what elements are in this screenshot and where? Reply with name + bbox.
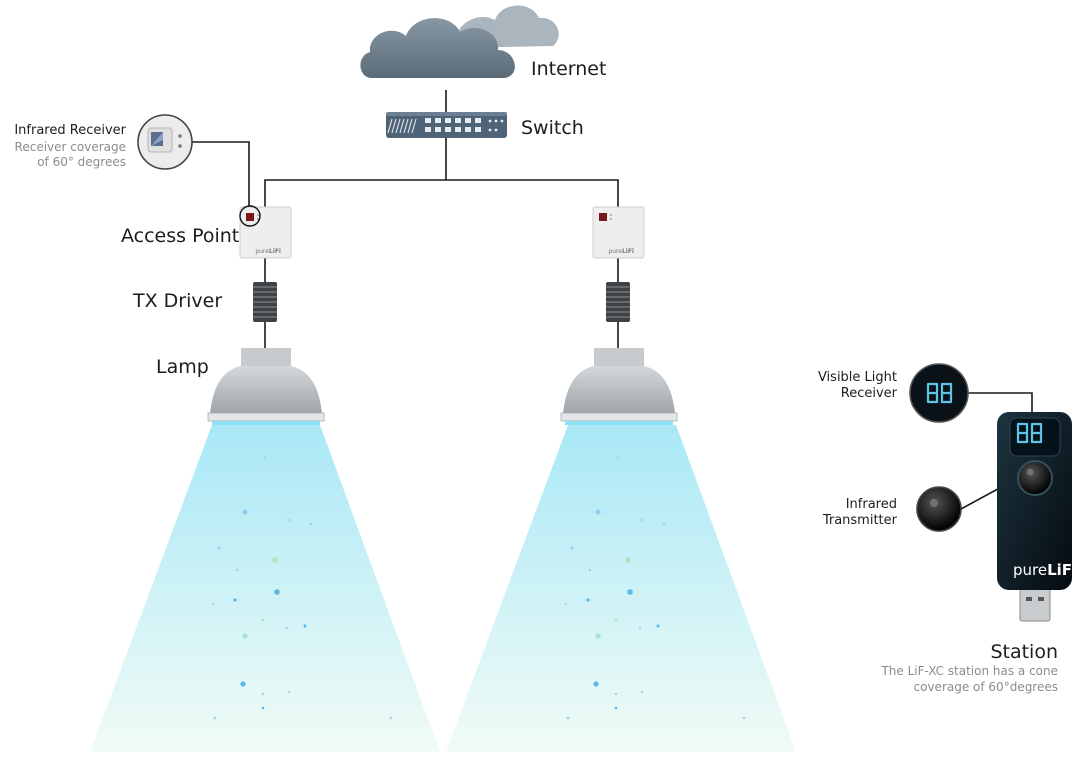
light-particle-dot <box>586 598 590 602</box>
light-particle-dot <box>638 626 642 630</box>
infrared-transmitter-label-line1: Infrared <box>846 497 897 512</box>
station-dongle-icon <box>997 412 1072 622</box>
lamp-label: Lamp <box>156 356 209 378</box>
infrared-receiver-highlight-ring <box>239 205 261 227</box>
light-particle-dot <box>217 546 221 550</box>
light-particle-dot <box>614 692 618 696</box>
light-particle-dot <box>235 568 239 572</box>
light-particle-dot <box>570 546 574 550</box>
light-particle-dot <box>614 706 618 710</box>
station-desc-line2: coverage of 60°degrees <box>914 680 1058 694</box>
light-particle-dot <box>263 456 267 460</box>
light-particle-dot <box>595 633 601 639</box>
light-particle-dot <box>389 716 393 720</box>
cloud-icon <box>360 5 559 78</box>
lamp-right-icon <box>560 348 678 425</box>
light-particle-dot <box>213 716 217 720</box>
light-particle-dot <box>614 618 618 622</box>
light-beam-left <box>90 425 440 752</box>
light-particle-dot <box>593 681 599 687</box>
light-particle-dot <box>564 602 568 606</box>
tx-driver-label: TX Driver <box>132 290 222 312</box>
station-brand-logo: pureLiFi <box>1013 561 1077 579</box>
light-particle-dot <box>287 690 291 694</box>
light-particle-dot <box>566 716 570 720</box>
svg-text:pureLiFi: pureLiFi <box>255 248 281 255</box>
network-wires <box>192 90 1033 412</box>
lamp-left-icon <box>207 348 325 425</box>
infrared-transmitter-label-line2: Transmitter <box>822 513 898 528</box>
station-title: Station <box>990 641 1058 663</box>
visible-light-receiver-label-line1: Visible Light <box>818 370 897 385</box>
light-particle-dot <box>274 589 280 595</box>
light-particle-dot <box>309 522 313 526</box>
light-particle-dot <box>261 692 265 696</box>
light-particle-dot <box>242 509 248 515</box>
light-beam-right <box>446 425 796 752</box>
light-particle-dot <box>211 602 215 606</box>
light-particle-dot <box>640 690 644 694</box>
station-desc-line1: The LiF-XC station has a cone <box>880 664 1058 678</box>
light-particles <box>211 456 746 720</box>
light-particle-dot <box>240 681 246 687</box>
light-particle-dot <box>742 716 746 720</box>
light-particle-dot <box>287 518 291 522</box>
light-particle-dot <box>303 624 307 628</box>
visible-light-receiver-label-line2: Receiver <box>841 386 898 401</box>
light-particle-dot <box>242 633 248 639</box>
tx-driver-left-icon <box>253 282 277 322</box>
infrared-receiver-title: Infrared Receiver <box>14 123 126 138</box>
access-point-left-icon: pureLiFi <box>239 206 292 259</box>
tx-driver-right-icon <box>606 282 630 322</box>
light-particle-dot <box>616 456 620 460</box>
switch-label: Switch <box>521 117 584 139</box>
light-particle-dot <box>627 589 633 595</box>
network-switch-icon <box>386 112 507 138</box>
light-particle-dot <box>662 522 666 526</box>
light-particle-dot <box>625 557 631 563</box>
visible-light-receiver-zoom-icon <box>909 363 969 423</box>
light-particle-dot <box>261 706 265 710</box>
light-particle-dot <box>588 568 592 572</box>
internet-label: Internet <box>531 58 606 80</box>
light-particle-dot <box>285 626 289 630</box>
light-particle-dot <box>656 624 660 628</box>
access-point-right-icon: pureLiFi <box>592 206 645 259</box>
light-particle-dot <box>272 557 278 563</box>
light-particle-dot <box>595 509 601 515</box>
infrared-receiver-zoom-icon <box>137 114 193 170</box>
svg-text:pureLiFi: pureLiFi <box>608 248 634 255</box>
infrared-receiver-desc-line1: Receiver coverage <box>15 140 126 154</box>
infrared-transmitter-zoom-icon <box>916 486 962 532</box>
light-particle-dot <box>640 518 644 522</box>
access-point-label: Access Point <box>121 225 239 247</box>
light-particle-dot <box>233 598 237 602</box>
light-particle-dot <box>261 618 265 622</box>
infrared-receiver-desc-line2: of 60° degrees <box>37 155 126 169</box>
